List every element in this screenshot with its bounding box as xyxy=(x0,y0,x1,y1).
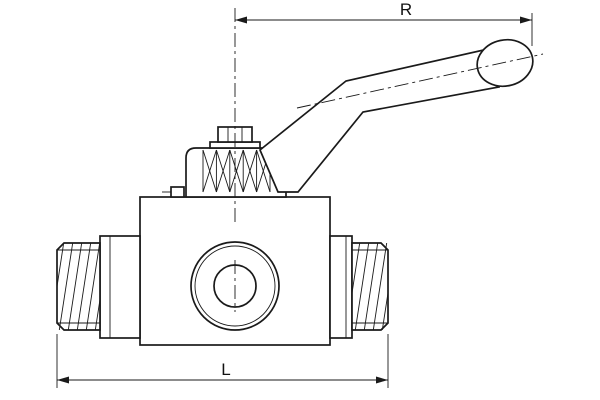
hatch-line xyxy=(352,243,361,296)
dim-r-arrow-right xyxy=(520,16,532,24)
hatch-line xyxy=(363,243,379,330)
stop-pin xyxy=(162,186,185,198)
dimension-r-label: R xyxy=(400,0,412,19)
left-port-thread-stub xyxy=(56,242,101,331)
handle-lever xyxy=(258,38,534,193)
right-port xyxy=(329,235,389,339)
left-port-collar xyxy=(99,235,141,339)
dim-l-arrow-left xyxy=(57,376,69,384)
dimension-r: R xyxy=(235,0,533,46)
handle-centerline xyxy=(296,53,544,109)
hatch-line xyxy=(354,243,370,330)
left-port xyxy=(56,235,141,339)
dimension-l: L xyxy=(56,334,389,388)
hatch-line xyxy=(381,290,388,330)
dim-l-arrow-right xyxy=(376,376,388,384)
hatch-line xyxy=(58,243,74,330)
hatch-line xyxy=(76,243,92,330)
port-middle-circle xyxy=(194,245,276,327)
right-port-collar xyxy=(329,235,353,339)
stem-knurl-hatch xyxy=(202,149,271,193)
hatch-line xyxy=(85,243,100,330)
left-thread-hatch xyxy=(57,243,100,330)
hatch-line xyxy=(57,243,65,290)
dimension-l-label: L xyxy=(221,360,230,379)
hatch-line xyxy=(372,243,388,330)
centerlines xyxy=(234,8,544,312)
hatch-line xyxy=(67,243,83,330)
right-thread-hatch xyxy=(352,243,388,330)
handle-arm xyxy=(258,47,501,193)
hatch-line xyxy=(94,296,100,330)
handle-ball xyxy=(476,38,534,88)
stop-pin-outline xyxy=(170,186,185,198)
dim-r-arrow-left xyxy=(235,16,247,24)
valve-stem xyxy=(185,147,287,198)
